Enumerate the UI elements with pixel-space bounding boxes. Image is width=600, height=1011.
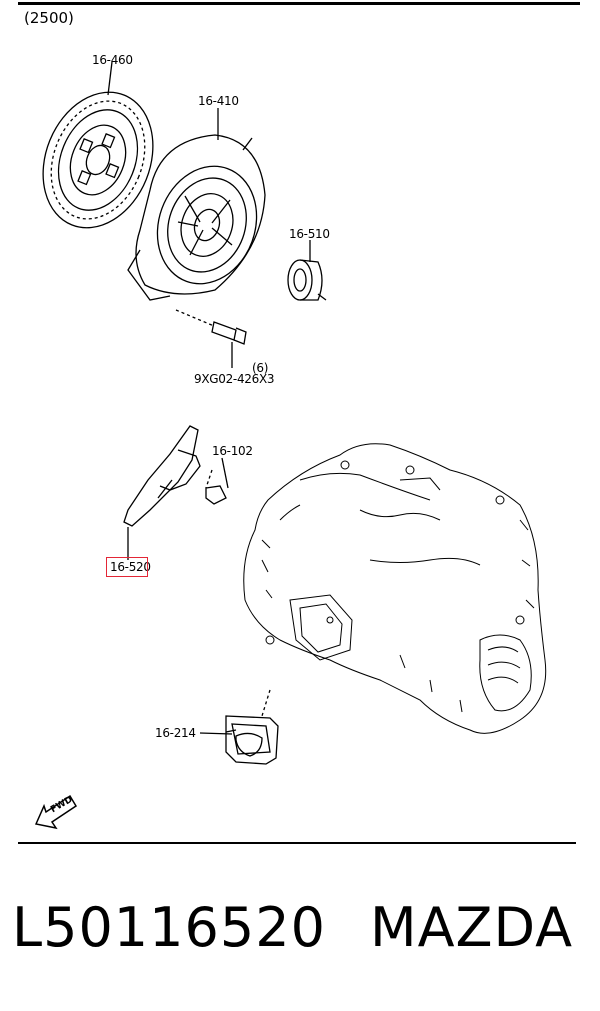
clutch-disc <box>42 61 154 229</box>
transmission-housing <box>243 443 547 734</box>
dust-boot <box>199 689 279 765</box>
label-clutch-cover[interactable]: 16-410 <box>198 94 239 108</box>
release-fork <box>123 425 201 560</box>
bottom-rule <box>18 842 576 844</box>
pivot-pin <box>205 457 229 505</box>
group-code: (2500) <box>24 9 74 27</box>
label-bolt-code[interactable]: 9XG02-426X3 <box>194 372 275 386</box>
label-dust-boot[interactable]: 16-214 <box>155 726 196 740</box>
label-release-bearing[interactable]: 16-510 <box>289 227 330 241</box>
label-clutch-disc[interactable]: 16-460 <box>92 53 133 67</box>
part-number: L50116520 <box>12 896 326 959</box>
forward-arrow-icon <box>34 794 78 830</box>
brand-name: MAZDA <box>370 896 574 959</box>
label-pivot-pin[interactable]: 16-102 <box>212 444 253 458</box>
release-bearing <box>287 240 327 301</box>
label-release-fork[interactable]: 16-520 <box>110 560 151 574</box>
highlight-box <box>106 557 148 577</box>
clutch-cover <box>127 108 266 301</box>
label-bolt-qty: (6) <box>252 361 269 375</box>
top-rule <box>18 2 580 5</box>
bolt <box>175 309 247 368</box>
